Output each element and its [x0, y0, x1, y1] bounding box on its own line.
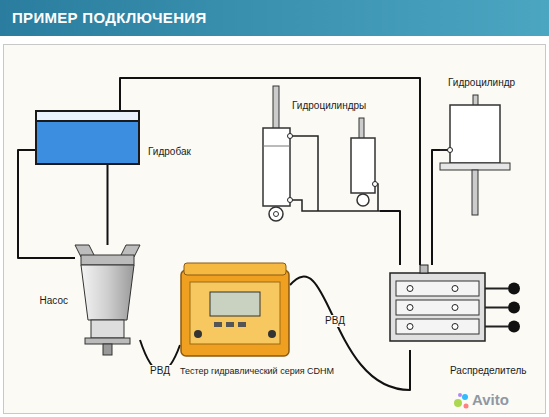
cylinder-pair-drawing-part [288, 134, 293, 139]
control-valve-drawing-part [485, 307, 508, 309]
hydraulic-line [18, 150, 75, 258]
pump-drawing [75, 245, 140, 355]
hydraulic-tester-drawing-part [214, 322, 222, 327]
control-valve-drawing-part [452, 286, 458, 292]
cylinder-pair: Гидроцилиндры [258, 86, 380, 226]
watermark: Avito [472, 391, 509, 408]
hose-label: РВД [323, 315, 347, 327]
cylinder-pair-drawing-part [351, 138, 375, 193]
cylinder-pair-drawing-part [263, 128, 290, 206]
cylinder-pair-drawing-part [290, 136, 318, 211]
connector-layer-part [462, 394, 468, 400]
control-valve-drawing-part [396, 300, 479, 315]
hydraulic-tester-drawing [180, 262, 290, 357]
hydraulic-cylinder: Гидроцилиндр [440, 95, 510, 215]
component-label: Насос [40, 295, 68, 307]
pump-drawing-part [81, 265, 134, 320]
hydraulic-cylinder-drawing-part [472, 170, 478, 215]
hydraulic-line [432, 150, 440, 265]
control-valve-drawing-part [390, 273, 485, 341]
control-valve-drawing-part [420, 265, 428, 273]
cylinder-pair-drawing-part [269, 207, 283, 221]
cylinder-pair-drawing-part [274, 212, 279, 217]
control-valve-drawing-part [508, 283, 520, 295]
component-label: Гидроцилиндр [448, 77, 515, 89]
control-valve-drawing-part [452, 324, 458, 330]
hydraulic-cylinder-drawing-part [450, 105, 500, 163]
control-valve: Распределитель [390, 265, 485, 350]
control-valve-drawing-part [396, 281, 479, 296]
pump-drawing-part [81, 255, 134, 265]
control-valve-drawing-part [452, 305, 458, 311]
hydraulic-tester-drawing-part [190, 282, 280, 344]
control-valve-drawing-part [485, 326, 508, 328]
pump-drawing-part [85, 338, 130, 344]
hydraulic-tank: Гидробак [35, 110, 140, 165]
cylinder-pair-drawing-part [288, 198, 293, 203]
control-valve-drawing-part [396, 319, 479, 334]
hydraulic-tester-drawing-part [194, 330, 202, 338]
control-valve-drawing [390, 265, 485, 350]
hydraulic-line [107, 165, 109, 245]
control-valve-drawing-part [407, 324, 413, 330]
hydraulic-tester-drawing-part [226, 322, 234, 327]
hydraulic-tester-drawing-part [184, 263, 286, 275]
component-label: Тестер гидравлический серия CDHM [180, 366, 334, 377]
component-label: Распределитель [450, 365, 526, 377]
hydraulic-tester-drawing-part [268, 330, 276, 338]
hydraulic-line [120, 78, 420, 265]
hydraulic-cylinder-drawing [440, 95, 510, 215]
control-valve-drawing-part [508, 302, 520, 314]
connector-layer-part [464, 404, 469, 409]
hydraulic-cylinder-drawing-part [440, 163, 510, 170]
hydraulic-tank-drawing-part [36, 111, 139, 164]
hydraulic-cylinder-drawing-part [448, 148, 453, 153]
watermark-dots [454, 393, 469, 409]
control-valve-drawing-part [407, 286, 413, 292]
cylinder-pair-drawing-part [263, 146, 290, 147]
hose-label: РВД [148, 365, 172, 377]
pump-drawing-part [103, 344, 112, 355]
control-valve-drawing-part [485, 288, 508, 290]
hydraulic-tank-drawing-part [36, 111, 139, 121]
cylinder-pair-drawing-part [359, 118, 364, 140]
pump-drawing-part [91, 320, 124, 338]
control-valve-drawing-part [407, 305, 413, 311]
connector-layer-part [454, 399, 462, 407]
hydraulic-tester-drawing-part [181, 270, 289, 356]
cylinder-pair-drawing-part [373, 182, 378, 187]
page-title: ПРИМЕР ПОДКЛЮЧЕНИЯ [12, 9, 206, 26]
component-label: Гидроцилиндры [292, 100, 366, 112]
hydraulic-tester-drawing-part [210, 292, 260, 316]
component-label: Гидробак [148, 146, 191, 158]
cylinder-pair-drawing-part [357, 194, 369, 206]
hydraulic-tester: Тестер гидравлический серия CDHM [180, 262, 290, 357]
hydraulic-tester-drawing-part [238, 322, 246, 327]
connector-layer-part [458, 393, 462, 397]
hydraulic-line [380, 211, 400, 265]
hydraulic-tank-drawing [35, 110, 140, 165]
pump: Насос [75, 245, 140, 355]
cylinder-pair-drawing-part [273, 86, 279, 130]
control-valve-drawing-part [508, 321, 520, 333]
